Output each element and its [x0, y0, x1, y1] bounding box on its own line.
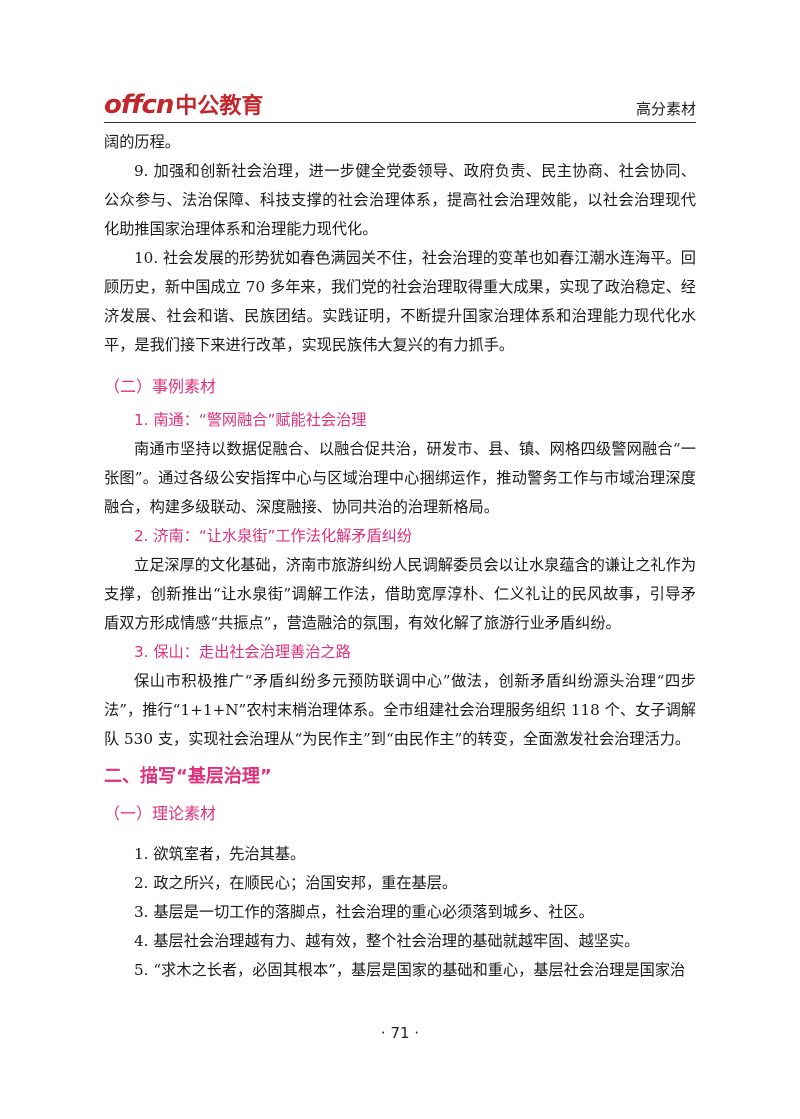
- paragraph-9: 9. 加强和创新社会治理，进一步健全党委领导、政府负责、民主协商、社会协同、公众…: [104, 162, 696, 238]
- case-1-body: 南通市坚持以数据促融合、以融合促共治，研发市、县、镇、网格四级警网融合“一张图”…: [104, 440, 696, 516]
- heading-grassroots: 二、描写“基层治理”: [104, 766, 272, 787]
- logo-wordmark: offcn: [104, 90, 174, 120]
- page-body: 阔的历程。 9. 加强和创新社会治理，进一步健全党委领导、政府负责、民主协商、社…: [104, 128, 696, 985]
- list-item: 1. 欲筑室者，先治其基。: [134, 845, 306, 863]
- list-item: 2. 政之所兴，在顺民心；治国安邦，重在基层。: [134, 874, 458, 892]
- page-header: offcn 中公教育 高分素材: [104, 88, 696, 123]
- heading-theory: （一）理论素材: [104, 804, 217, 823]
- case-2-body: 立足深厚的文化基础，济南市旅游纠纷人民调解委员会以让水泉蕴含的谦让之礼作为支撑，…: [104, 556, 696, 632]
- paragraph-10: 10. 社会发展的形势犹如春色满园关不住，社会治理的变革也如春江潮水连海平。回顾…: [104, 249, 696, 354]
- page-number: · 71 ·: [380, 1024, 420, 1042]
- header-section-tag: 高分素材: [635, 100, 696, 118]
- list-item: 4. 基层社会治理越有力、越有效，整个社会治理的基础就越牢固、越坚实。: [134, 932, 640, 950]
- heading-cases: （二）事例素材: [104, 377, 217, 396]
- case-3-title: 3. 保山：走出社会治理善治之路: [134, 643, 351, 661]
- case-3-body: 保山市积极推广“矛盾纠纷多元预防联调中心”做法，创新矛盾纠纷源头治理“四步法”，…: [104, 672, 696, 748]
- case-1-title: 1. 南通：“警网融合”赋能社会治理: [134, 411, 367, 429]
- logo-chinese: 中公教育: [175, 94, 264, 119]
- list-item: 3. 基层是一切工作的落脚点，社会治理的重心必须落到城乡、社区。: [134, 903, 594, 921]
- case-2-title: 2. 济南：“让水泉街”工作法化解矛盾纠纷: [134, 527, 413, 545]
- list-item: 5. “求木之长者，必固其根本”，基层是国家的基础和重心，基层社会治理是国家治: [134, 961, 686, 979]
- offcn-logo: offcn 中公教育: [104, 88, 263, 120]
- paragraph-continued: 阔的历程。: [104, 133, 180, 151]
